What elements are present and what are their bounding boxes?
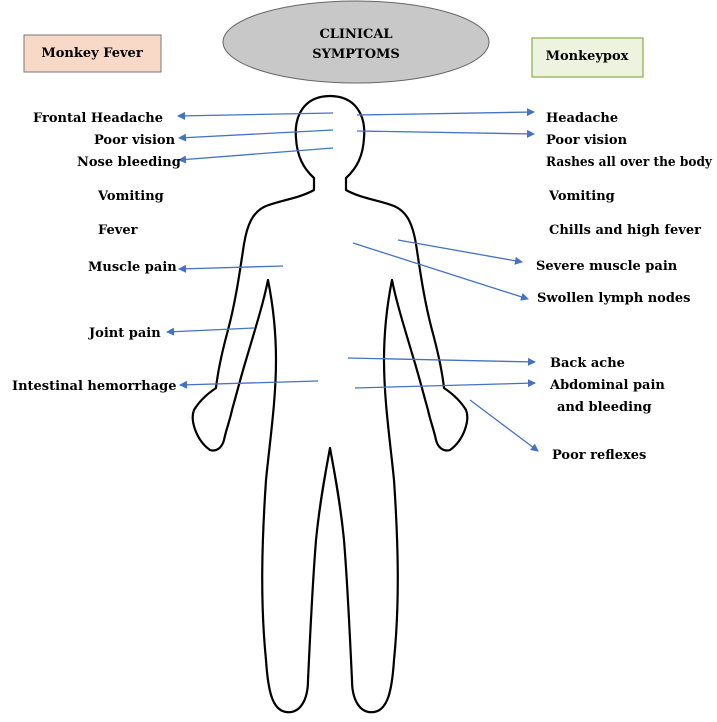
arrow-poor-vision-right <box>357 131 534 134</box>
monkey-fever-header: Monkey Fever <box>41 46 142 61</box>
left-symptom-frontal-headache: Frontal Headache <box>33 111 163 126</box>
arrow-back-ache <box>348 358 535 362</box>
title-line-2: SYMPTOMS <box>312 47 400 62</box>
arrow-poor-vision-left <box>179 130 333 138</box>
right-symptom-swollen-lymph-nodes: Swollen lymph nodes <box>537 291 691 306</box>
clinical-symptoms-ellipse <box>223 1 489 83</box>
right-symptom-and-bleeding: and bleeding <box>557 400 652 415</box>
right-symptom-chills-high-fever: Chills and high fever <box>549 223 701 238</box>
arrow-intestinal-hemorrhage <box>180 381 318 385</box>
arrow-joint-pain <box>167 328 254 332</box>
right-symptom-back-ache: Back ache <box>550 356 625 371</box>
arrow-muscle-pain <box>179 266 283 269</box>
human-body-outline <box>193 96 467 712</box>
left-symptom-nose-bleeding: Nose bleeding <box>77 155 181 170</box>
arrow-swollen-lymph-nodes <box>353 243 528 299</box>
title-line-1: CLINICAL <box>319 27 392 42</box>
left-symptom-muscle-pain: Muscle pain <box>88 260 177 275</box>
monkeypox-header: Monkeypox <box>546 49 629 64</box>
right-symptom-abdominal-pain: Abdominal pain <box>549 378 665 393</box>
left-symptom-vomiting: Vomiting <box>97 189 164 204</box>
right-symptom-headache: Headache <box>546 111 618 126</box>
right-symptom-vomiting: Vomiting <box>548 189 615 204</box>
left-symptom-poor-vision: Poor vision <box>94 133 176 148</box>
arrow-headache <box>357 112 534 115</box>
arrow-poor-reflexes <box>470 400 538 451</box>
right-symptom-severe-muscle-pain: Severe muscle pain <box>536 259 678 274</box>
left-symptom-intestinal-hemorrhage: Intestinal hemorrhage <box>12 379 177 394</box>
left-symptom-fever: Fever <box>98 223 138 238</box>
arrow-frontal-headache <box>178 113 333 116</box>
right-symptom-poor-reflexes: Poor reflexes <box>552 448 646 463</box>
arrow-nose-bleeding <box>179 148 333 160</box>
right-symptom-poor-vision: Poor vision <box>546 133 628 148</box>
right-symptom-rashes: Rashes all over the body <box>546 155 712 170</box>
left-symptom-joint-pain: Joint pain <box>88 326 161 341</box>
